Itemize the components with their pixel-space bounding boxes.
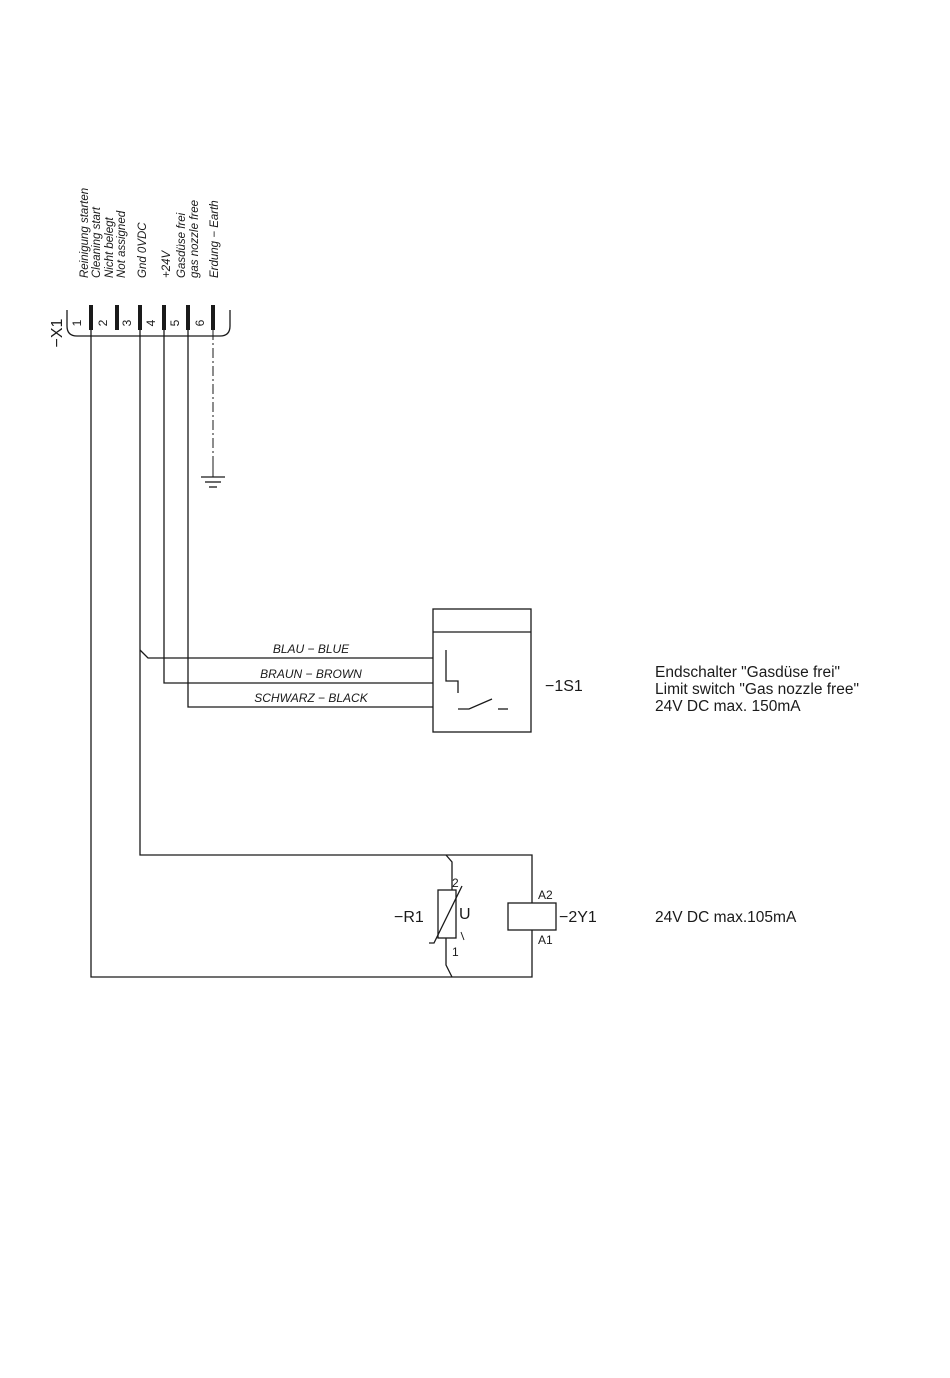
pin-number-6: 6 <box>193 319 207 326</box>
varistor-tick <box>461 932 464 940</box>
wire-brown <box>164 330 433 683</box>
earth-connection <box>201 330 225 487</box>
pin-number-1: 1 <box>70 319 84 326</box>
valve-2y1: A2 A1 −2Y1 <box>508 888 597 947</box>
switch-ref: −1S1 <box>545 678 583 695</box>
valve-coil <box>508 903 556 930</box>
connector-ref: −X1 <box>49 318 66 347</box>
switch-contact-nc <box>446 650 458 693</box>
pin-marker-1 <box>89 305 93 330</box>
pin-marker-3 <box>138 305 142 330</box>
pin-4-label: +24V <box>161 249 173 278</box>
varistor-r1: 2 1 U −R1 <box>394 855 471 977</box>
pin-number-2: 2 <box>96 319 110 326</box>
connector-x1: −X1 1 2 3 4 5 6 Reinigung starten Cleani… <box>49 188 230 348</box>
ground-icon <box>201 477 225 487</box>
varistor-ref: −R1 <box>394 909 424 926</box>
pin-marker-2 <box>115 305 119 330</box>
pin-marker-4 <box>162 305 166 330</box>
wire-label-brown: BRAUN − BROWN <box>260 667 362 681</box>
pin-3-label: Gnd 0VDC <box>137 222 149 278</box>
pin-2-label-de: Nicht belegt <box>104 216 116 278</box>
switch-note-de: Endschalter "Gasdüse frei" <box>655 664 840 681</box>
switch-notes: Endschalter "Gasdüse frei" Limit switch … <box>655 664 859 715</box>
varistor-symbol: U <box>459 906 471 923</box>
pin-marker-5 <box>186 305 190 330</box>
wire-pin3-gnd <box>140 330 532 903</box>
pin-number-3: 3 <box>120 319 134 326</box>
switch-note-en: Limit switch "Gas nozzle free" <box>655 681 859 698</box>
varistor-pin-bottom: 1 <box>452 945 459 959</box>
pin-5-label-de: Gasdüse frei <box>176 212 188 278</box>
valve-pin-bottom: A1 <box>538 933 553 947</box>
valve-ref: −2Y1 <box>559 909 597 926</box>
switch-body <box>433 609 531 732</box>
pin-6-label: Erdung − Earth <box>209 200 221 278</box>
wire-label-black: SCHWARZ − BLACK <box>254 691 368 705</box>
wire-label-blue: BLAU − BLUE <box>273 642 350 656</box>
valve-pin-top: A2 <box>538 888 553 902</box>
wiring: BLAU − BLUE BRAUN − BROWN SCHWARZ − BLAC… <box>91 330 532 977</box>
pin-number-4: 4 <box>144 319 158 326</box>
pin-marker-6 <box>211 305 215 330</box>
varistor-slash <box>429 886 462 943</box>
pin-5-label-en: gas nozzle free <box>189 200 201 278</box>
limit-switch-1s1: −1S1 <box>433 609 583 732</box>
varistor-pin-top: 2 <box>452 876 459 890</box>
switch-contact-no <box>458 699 492 709</box>
pin-1-label-de: Reinigung starten <box>79 188 91 278</box>
pin-1-label-en: Cleaning start <box>91 206 103 278</box>
valve-note: 24V DC max.105mA <box>655 909 797 926</box>
pin-2-label-en: Not assigned <box>116 210 128 278</box>
pin-number-5: 5 <box>168 319 182 326</box>
switch-note-rating: 24V DC max. 150mA <box>655 698 801 715</box>
